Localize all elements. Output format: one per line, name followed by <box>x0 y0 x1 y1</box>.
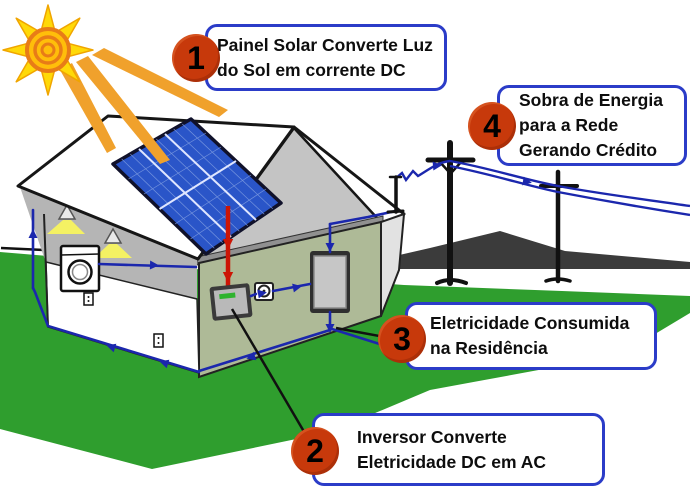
callout-consumption: 3 Eletricidade Consumida na Residência <box>378 302 657 370</box>
wall-edge <box>43 213 49 328</box>
callout-text: na Residência <box>430 338 548 358</box>
sun-ray <box>60 63 116 153</box>
inverter <box>209 283 253 321</box>
callout-text: Painel Solar Converte Luz <box>217 34 433 55</box>
power-grid <box>395 140 690 286</box>
mountain <box>360 231 690 269</box>
callout-text: Eletricidade DC em AC <box>357 451 546 472</box>
step-badge-2: 2 <box>291 427 339 475</box>
sun-icon <box>2 4 94 96</box>
outlet <box>153 333 164 348</box>
callout-text: do Sol em corrente DC <box>217 59 406 80</box>
callout-text: Inversor Converte <box>357 426 507 447</box>
lamp-icon <box>47 203 85 234</box>
sun-ray <box>92 48 228 117</box>
breaker-panel <box>310 251 350 313</box>
callout-inverter: 2 Inversor Converte Eletricidade DC em A… <box>291 413 605 486</box>
callout-solar-panel: 1 Painel Solar Converte Luz do Sol em co… <box>172 24 447 91</box>
outlet <box>83 292 94 306</box>
sun-ray <box>76 56 170 164</box>
callout-text: Sobra de Energia <box>519 90 663 110</box>
step-badge-1: 1 <box>172 34 220 82</box>
leader-line-inverter <box>230 308 315 448</box>
washing-machine <box>59 244 101 293</box>
lamp-icon <box>94 227 132 258</box>
callout-text: para a Rede <box>519 115 619 135</box>
power-lines <box>395 159 690 217</box>
callout-grid-credit: 4 Sobra de Energia para a Rede Gerando C… <box>468 85 687 166</box>
house <box>16 114 407 379</box>
dc-wire <box>222 206 234 288</box>
callout-text: Eletricidade Consumida <box>430 313 630 333</box>
step-badge-4: 4 <box>468 102 516 150</box>
step-badge-3: 3 <box>378 315 426 363</box>
callout-text: Gerando Crédito <box>519 140 658 160</box>
service-mast <box>386 175 405 214</box>
sun-rays <box>60 48 228 164</box>
ground-line <box>0 246 45 252</box>
